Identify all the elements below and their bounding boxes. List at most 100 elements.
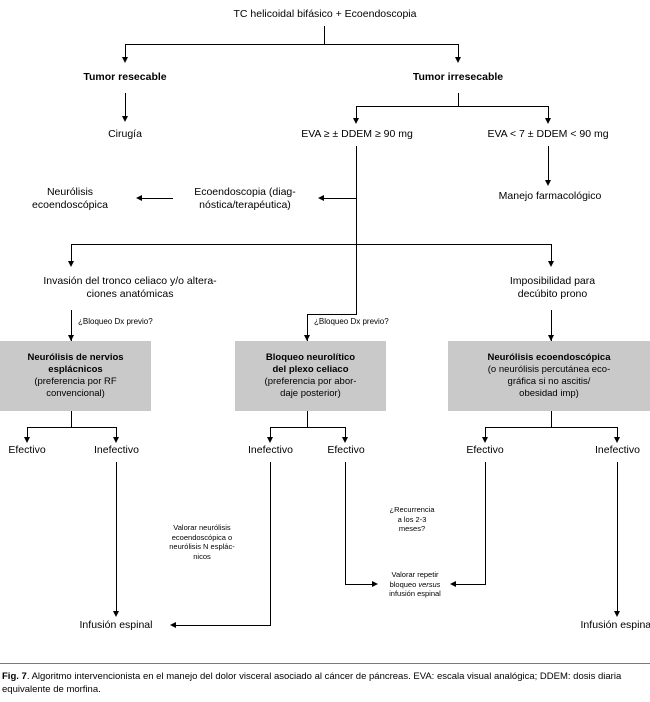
connector-box1-split xyxy=(27,427,116,428)
node-neurolisis-ecoendoscopica-text: Neurólisis ecoendoscópica xyxy=(32,186,108,211)
arrow-box1-efectivo xyxy=(24,437,30,443)
connector-box3-efectivo-left xyxy=(455,584,486,585)
connector-irresecable-split xyxy=(356,106,548,107)
arrow-valorar-repetir-from-right xyxy=(450,581,456,587)
connector-ecoendoscopia-to-neurolisis xyxy=(141,198,173,199)
node-root: TC helicoidal bifásico + Ecoendoscopia xyxy=(233,8,417,20)
terminal-infusion-espinal-left: Infusión espinal xyxy=(79,619,153,631)
caption-rule xyxy=(0,663,650,664)
arrow-infusion-espinal-left-top xyxy=(113,611,119,617)
connector-box2-split xyxy=(270,427,345,428)
node-invasion-tronco: Invasión del tronco celiaco y/o altera- … xyxy=(43,275,217,300)
connector-box2-right-drop xyxy=(345,427,346,438)
outcome-box3-inefectivo: Inefectivo xyxy=(595,444,640,456)
arrow-to-eva-baja xyxy=(545,118,551,124)
connector-box1-inefectivo-down xyxy=(116,462,117,612)
connector-box2-stem xyxy=(307,411,308,427)
connector-eva-baja-drop xyxy=(548,106,549,119)
connector-box3-efectivo-down xyxy=(485,462,486,584)
node-manejo-farmacologico: Manejo farmacológico xyxy=(498,190,602,202)
connector-box1-stem xyxy=(71,411,72,427)
arrow-to-imposibilidad-decubito xyxy=(548,261,554,267)
node-ecoendoscopia-diagnostica: Ecoendoscopia (diag- nóstica/terapéutica… xyxy=(194,186,296,211)
figure-caption-text: . Algoritmo intervencionista en el manej… xyxy=(2,671,622,695)
node-tumor-resecable: Tumor resecable xyxy=(83,71,167,83)
connector-root-split xyxy=(125,44,459,45)
terminal-infusion-espinal-right: Infusión espinal xyxy=(580,619,650,631)
connector-box2-left-drop xyxy=(270,427,271,438)
connector-box1-left-drop xyxy=(27,427,28,438)
figure-label: Fig. 7 xyxy=(2,671,27,682)
connector-box3-left-drop xyxy=(485,427,486,438)
connector-root-stem xyxy=(324,26,325,44)
connector-spine-to-ecoendoscopia xyxy=(323,198,357,199)
outcome-box2-efectivo: Efectivo xyxy=(327,444,365,456)
box-neurolisis-esplacnicos: Neurólisis de nervios esplácnicos (prefe… xyxy=(0,341,151,411)
connector-spine-to-middle xyxy=(307,314,357,315)
connector-irresecable-stem xyxy=(458,93,459,106)
box2-subtext: (preferencia por abor- daje posterior) xyxy=(264,376,357,399)
node-imposibilidad-decubito: Imposibilidad para decúbito prono xyxy=(509,275,596,300)
box-neurolisis-ecoendoscopica: Neurólisis ecoendoscópica (o neurólisis … xyxy=(448,341,650,411)
connector-evabaja-to-manejo xyxy=(548,146,549,181)
connector-box2-inefectivo-down xyxy=(270,462,271,625)
box2-heading: Bloqueo neurolítico del plexo celiaco xyxy=(265,352,356,375)
valorar-repetir-versus: versus xyxy=(418,579,441,589)
connector-box2-inefectivo-left xyxy=(175,625,271,626)
connector-box2-efectivo-right xyxy=(345,584,374,585)
arrow-box2-inefectivo xyxy=(267,437,273,443)
outcome-box2-inefectivo: Inefectivo xyxy=(248,444,293,456)
connector-box3-inefectivo-down xyxy=(617,462,618,612)
connector-evaalta-spine xyxy=(356,146,357,314)
edge-label-bloqueo-dx-previo-2: ¿Bloqueo Dx previo? xyxy=(314,317,389,326)
outcome-box1-inefectivo: Inefectivo xyxy=(94,444,139,456)
node-eva-baja: EVA < 7 ± DDEM < 90 mg xyxy=(487,128,609,140)
arrow-box3-inefectivo xyxy=(614,437,620,443)
node-cirugia: Cirugía xyxy=(108,128,142,140)
connector-root-right-drop xyxy=(458,44,459,58)
arrow-box2-efectivo xyxy=(342,437,348,443)
connector-invasion-to-box1 xyxy=(71,310,72,342)
connector-box3-stem xyxy=(551,411,552,427)
connector-middle-drop xyxy=(307,314,308,342)
edge-label-bloqueo-dx-previo-1: ¿Bloqueo Dx previo? xyxy=(78,317,153,326)
valorar-repetir-post: infusión espinal xyxy=(389,589,441,598)
arrow-to-ecoendoscopia-diag xyxy=(318,195,324,201)
arrow-to-box-neurolisis-esplacnicos xyxy=(68,335,74,341)
arrow-to-cirugia xyxy=(122,116,128,122)
arrow-valorar-repetir-from-left xyxy=(372,581,378,587)
connector-box3-split xyxy=(485,427,617,428)
box3-heading: Neurólisis ecoendoscópica xyxy=(487,352,611,363)
node-eva-alta: EVA ≥ ± DDEM ≥ 90 mg xyxy=(301,128,413,140)
node-tumor-irresecable: Tumor irresecable xyxy=(412,71,504,83)
arrow-to-manejo-farmacologico xyxy=(545,180,551,186)
arrow-to-invasion-tronco xyxy=(68,261,74,267)
valorar-repetir-pre: Valorar repetir bloqueo xyxy=(389,570,439,589)
connector-root-left-drop xyxy=(125,44,126,58)
arrow-infusion-espinal-right-top xyxy=(614,611,620,617)
connector-resecable-to-cirugia xyxy=(125,93,126,117)
box-bloqueo-plexo-celiaco: Bloqueo neurolítico del plexo celiaco (p… xyxy=(235,341,386,411)
box3-subtext: (o neurólisis percutánea eco- gráfica si… xyxy=(487,364,611,399)
arrow-box3-efectivo xyxy=(482,437,488,443)
arrow-to-tumor-irresecable xyxy=(455,57,461,63)
label-valorar-repetir: Valorar repetir bloqueo versus infusión … xyxy=(376,570,454,599)
label-recurrencia: ¿Recurrencia a los 2-3 meses? xyxy=(389,505,435,533)
arrow-to-tumor-resecable xyxy=(122,57,128,63)
connector-imposibilidad-to-box3 xyxy=(551,310,552,342)
arrow-infusion-espinal-left-side xyxy=(170,622,176,628)
arrow-to-box-bloqueo-plexo xyxy=(304,335,310,341)
box1-subtext: (preferencia por RF convencional) xyxy=(34,376,117,399)
arrow-to-box-neurolisis-ecoendoscopica xyxy=(548,335,554,341)
outcome-box3-efectivo: Efectivo xyxy=(466,444,504,456)
arrow-to-eva-alta xyxy=(353,118,359,124)
outcome-box1-efectivo: Efectivo xyxy=(8,444,46,456)
connector-box1-right-drop xyxy=(116,427,117,438)
connector-wide-left-drop xyxy=(71,244,72,262)
connector-wide-split-bar xyxy=(71,244,552,245)
connector-wide-right-drop xyxy=(551,244,552,262)
connector-eva-alta-drop xyxy=(356,106,357,119)
connector-box2-efectivo-down xyxy=(345,462,346,584)
box1-heading: Neurólisis de nervios esplácnicos xyxy=(27,352,124,375)
